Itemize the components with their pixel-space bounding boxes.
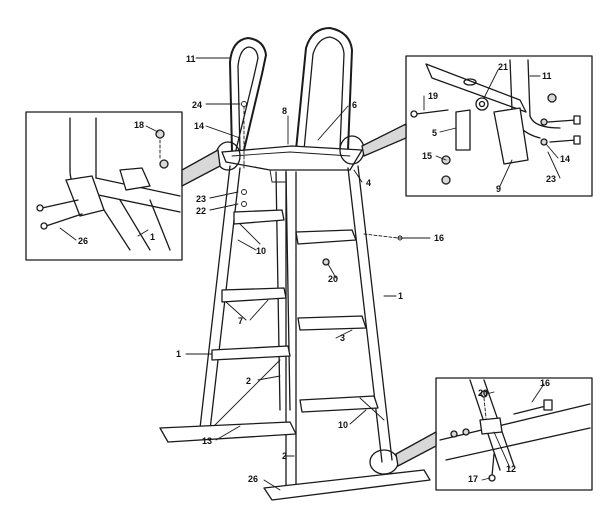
left-rail	[285, 171, 297, 491]
label-11-main: 11	[186, 54, 196, 64]
label-2-front: 2	[282, 451, 287, 461]
label-6: 6	[352, 100, 357, 110]
label-11-inset: 11	[542, 71, 552, 81]
label-8: 8	[282, 106, 287, 116]
label-23-main: 23	[196, 194, 206, 204]
label-1-right: 1	[398, 291, 403, 301]
leader-lines	[59, 57, 561, 491]
label-22: 22	[196, 206, 206, 216]
left-handrail	[229, 37, 267, 153]
label-2-back: 2	[246, 376, 251, 386]
label-13: 13	[202, 436, 212, 446]
label-15: 15	[422, 151, 432, 161]
label-1-inset: 1	[150, 232, 155, 242]
label-4: 4	[366, 178, 371, 188]
front-base-foot	[263, 469, 431, 501]
label-23-inset: 23	[546, 174, 556, 184]
label-16-inset: 16	[540, 378, 550, 388]
label-26-main: 26	[248, 474, 258, 484]
label-14-inset: 14	[560, 154, 570, 164]
label-10-front: 10	[338, 420, 348, 430]
label-21: 21	[498, 62, 508, 72]
label-19: 19	[428, 91, 438, 101]
back-treads	[211, 209, 291, 361]
label-26-inset: 26	[78, 236, 88, 246]
label-5: 5	[432, 128, 437, 138]
bottom-right-detail-inset	[395, 377, 593, 491]
label-12: 12	[506, 464, 516, 474]
label-17: 17	[468, 474, 478, 484]
label-1-left: 1	[176, 349, 181, 359]
right-handrail	[295, 27, 353, 151]
callout-labels: 11 11 24 14 8 6 4 23 22 10 16 20 1 7 3 1…	[78, 54, 570, 484]
label-14-main: 14	[194, 121, 204, 131]
label-9: 9	[496, 184, 501, 194]
front-treads	[295, 229, 379, 413]
label-24: 24	[192, 100, 202, 110]
label-3: 3	[340, 333, 345, 343]
left-detail-inset	[25, 111, 221, 261]
label-10-back: 10	[256, 246, 266, 256]
top-platform	[221, 145, 363, 171]
label-20-inset: 20	[478, 388, 488, 398]
label-16-main: 16	[434, 233, 444, 243]
back-base-foot	[159, 421, 297, 443]
right-rail	[347, 165, 393, 463]
label-7: 7	[238, 316, 243, 326]
right-detail-inset	[361, 55, 593, 197]
main-ladder	[159, 27, 431, 501]
label-20-main: 20	[328, 274, 338, 284]
label-18: 18	[134, 120, 144, 130]
